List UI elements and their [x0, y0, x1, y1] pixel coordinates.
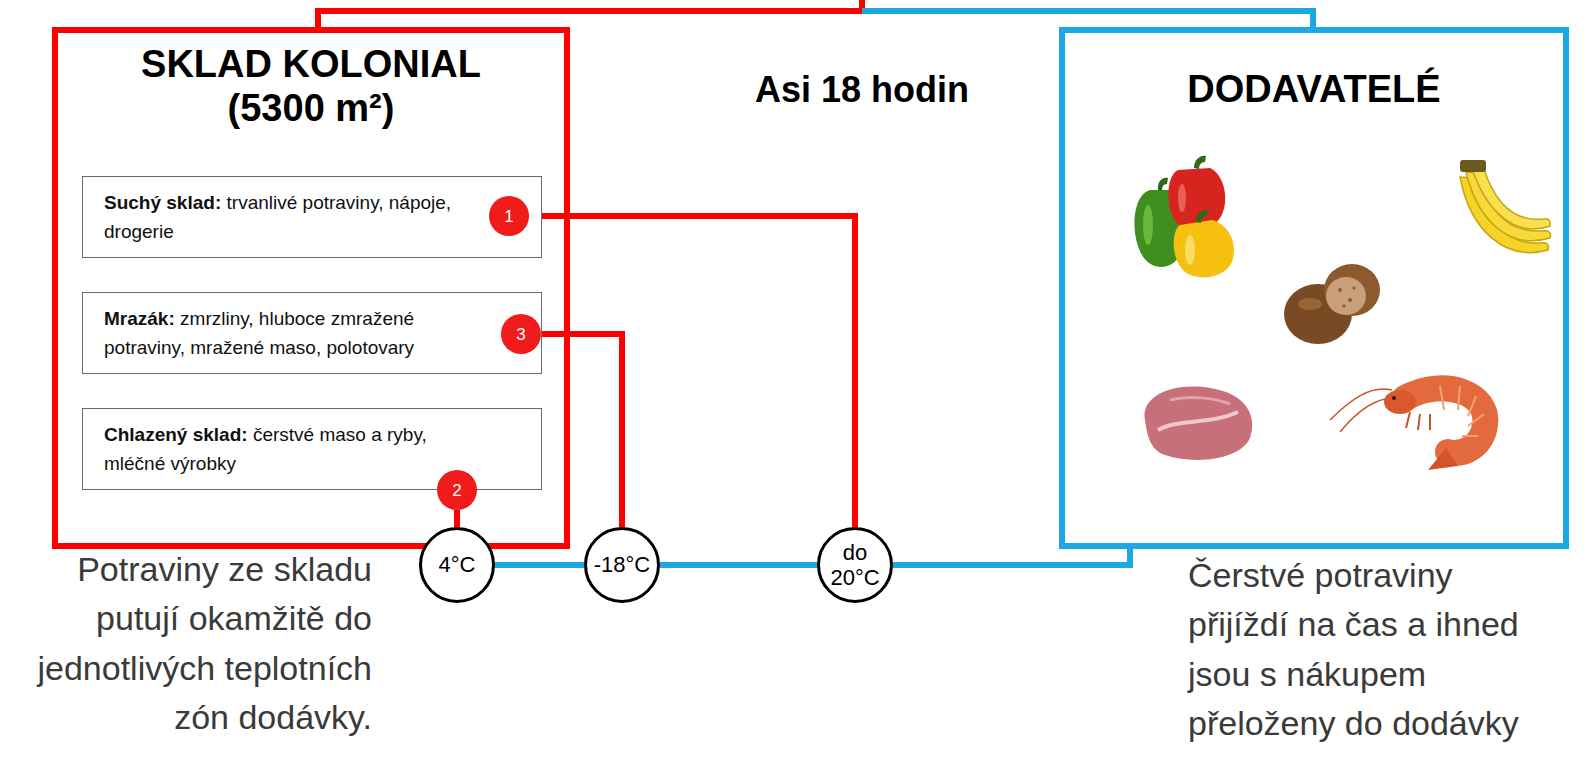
shrimp-eye	[1392, 396, 1396, 400]
zone-heading: Mrazák:	[104, 308, 175, 329]
temperature-text: 4°C	[426, 552, 488, 577]
shrimp-body	[1405, 388, 1485, 453]
yellow-pepper	[1174, 220, 1234, 277]
meat-fat	[1170, 397, 1230, 404]
note-text: Čerstvé potraviny přijíždí na čas a ihne…	[1188, 551, 1540, 748]
zone-text: Chlazený sklad:čerstvé maso a ryby, mléč…	[104, 421, 481, 478]
shrimp-head	[1384, 390, 1416, 414]
meat-illustration	[1145, 387, 1253, 460]
temperature-circle: do 20°C	[817, 527, 893, 603]
box-heading: SKLAD KOLONIAL (5300 m²)	[101, 43, 521, 130]
pepper-stem	[1194, 156, 1206, 169]
callout-circle: 1	[489, 196, 529, 236]
duration-label: Asi 18 hodin	[690, 69, 1034, 110]
warehouse-box: SKLAD KOLONIAL (5300 m²) Suchý sklad:trva…	[52, 27, 570, 549]
connector-segment	[541, 334, 622, 527]
temperature-circle: 4°C	[419, 527, 495, 603]
bread-grain	[1338, 288, 1342, 292]
banana-illustration	[1460, 160, 1551, 253]
connector	[457, 510, 458, 527]
shrimp-legs	[1406, 412, 1430, 430]
storage-zone-box: Mrazák:zmrzliny, hluboce zmražené potrav…	[82, 292, 542, 374]
connector-segment	[495, 562, 584, 568]
connector-segment	[529, 216, 855, 527]
note-text: Potraviny ze skladu putují okamžitě do j…	[17, 545, 372, 742]
meat-fat	[1158, 412, 1238, 430]
shrimp-tail	[1428, 448, 1458, 470]
connector	[541, 334, 622, 527]
bread-grain	[1342, 304, 1345, 307]
red-pepper	[1168, 168, 1225, 230]
pepper-stem	[1158, 178, 1168, 191]
storage-zone-box: Suchý sklad:trvanlivé potraviny, nápoje,…	[82, 176, 542, 258]
shrimp-segments	[1440, 386, 1484, 436]
temperature-text: -18°C	[591, 552, 653, 577]
temperature-text: do 20°C	[824, 540, 886, 591]
callout-number: 3	[516, 326, 525, 343]
bread-loaf	[1324, 264, 1380, 316]
pepper-highlight	[1178, 184, 1186, 212]
callout-number: 1	[504, 208, 513, 225]
shrimp-illustration	[1330, 386, 1485, 470]
zone-heading: Chlazený sklad:	[104, 424, 248, 445]
callout-circle: 2	[437, 470, 477, 510]
bread-grain	[1352, 286, 1355, 289]
pepper-stem	[1196, 210, 1208, 223]
connector	[660, 565, 817, 566]
pepper-illustration	[1134, 156, 1234, 278]
banana	[1472, 168, 1550, 229]
meat	[1145, 387, 1253, 460]
zone-text: Mrazák:zmrzliny, hluboce zmražené potrav…	[104, 305, 481, 362]
temperature-circle: -18°C	[584, 527, 660, 603]
supplier-box: DODAVATELÉ	[1059, 27, 1569, 549]
bread-illustration	[1284, 264, 1380, 344]
connector-segment	[660, 562, 817, 568]
zone-text: Suchý sklad:trvanlivé potraviny, nápoje,…	[104, 189, 481, 246]
connector	[495, 565, 584, 566]
bread-cut	[1326, 277, 1366, 315]
box-heading: DODAVATELÉ	[1104, 68, 1524, 112]
pepper-highlight	[1185, 235, 1195, 265]
shrimp-antenna	[1330, 389, 1392, 420]
connector	[529, 216, 855, 527]
zone-heading: Suchý sklad:	[104, 192, 221, 213]
banana-stem	[1460, 160, 1486, 172]
connector-segment	[454, 510, 460, 527]
callout-number: 2	[452, 482, 461, 499]
storage-zone-box: Chlazený sklad:čerstvé maso a ryby, mléč…	[82, 408, 542, 490]
pepper-highlight	[1143, 205, 1153, 245]
bread-grain	[1348, 298, 1352, 302]
callout-circle: 3	[501, 314, 541, 354]
bread-crust	[1298, 298, 1322, 310]
